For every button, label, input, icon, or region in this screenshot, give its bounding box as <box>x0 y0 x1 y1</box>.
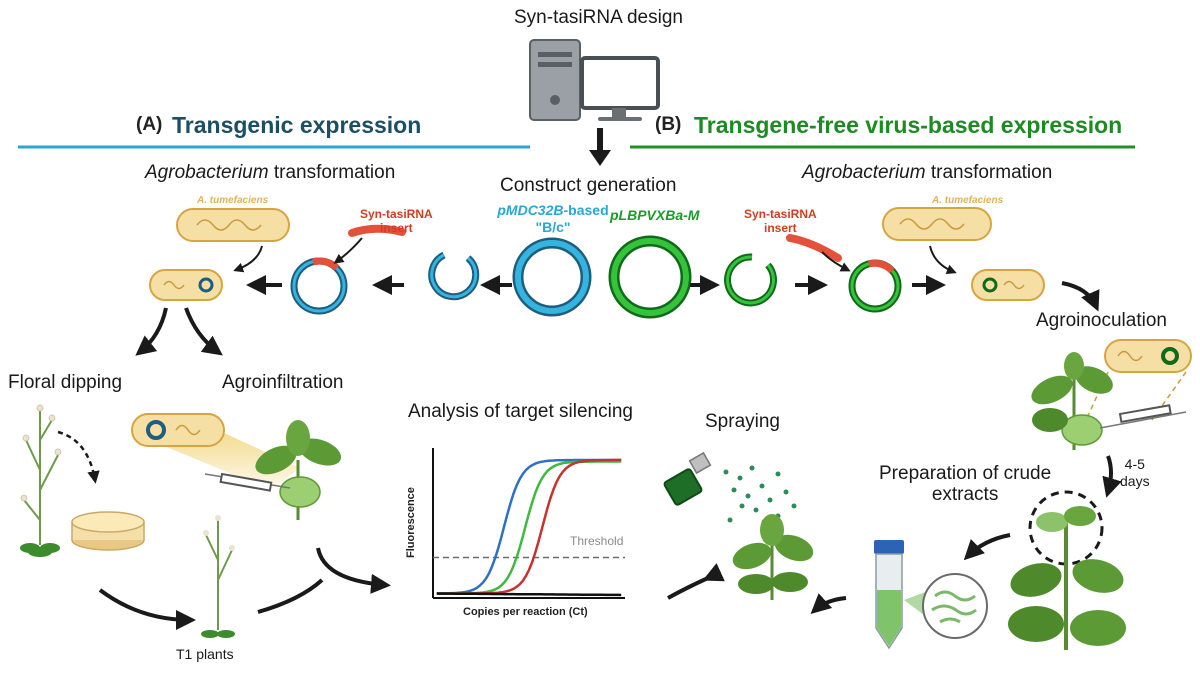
magnifier-icon <box>922 573 988 639</box>
section-b-letter: (B) <box>655 114 682 135</box>
qpcr-chart <box>432 448 625 599</box>
right-transformation-label: Agrobacterium transformation <box>802 162 1053 183</box>
design-label: Syn-tasiRNA design <box>514 7 683 28</box>
section-b-title: Transgene-free virus-based expression <box>694 112 1123 138</box>
tobacco-plant-icon <box>255 420 342 520</box>
threshold-label: Threshold <box>570 534 624 548</box>
left-insert-label: Syn-tasiRNA insert <box>360 207 433 235</box>
green-vector-label: pLBPVXBa-M <box>610 207 700 223</box>
spray-droplets <box>723 465 797 525</box>
amplification-curve-2 <box>436 460 622 595</box>
right-insert-label: Syn-tasiRNA insert <box>744 207 817 235</box>
section-a-title: Transgenic expression <box>172 112 422 138</box>
amplification-curve-4 <box>436 592 622 597</box>
x-axis-label: Copies per reaction (Ct) <box>463 606 588 618</box>
left-insert-fragment <box>348 224 406 237</box>
computer-icon <box>529 39 660 121</box>
amplification-curve-3 <box>436 458 622 595</box>
inoculation-syringe-icon <box>1099 404 1187 429</box>
right-insert-fragment <box>786 234 842 262</box>
blue-vector-label: pMDC32B-based"B/c" <box>497 202 609 235</box>
left-bacterium-name: A. tumefaciens <box>197 195 269 206</box>
right-transformed-agrobacterium-icon <box>971 269 1045 301</box>
crude-extracts-label: Preparation of crude extracts <box>879 463 1052 505</box>
infected-plant-icon <box>1008 490 1126 650</box>
agroinoculation-label: Agroinoculation <box>1036 310 1167 331</box>
t1-plant-icon <box>205 520 233 630</box>
agroinfiltration-bacterium-icon <box>131 413 300 490</box>
left-transformed-agrobacterium-icon <box>149 269 223 301</box>
right-bacterium-name: A. tumefaciens <box>932 195 1004 206</box>
section-a-letter: (A) <box>136 114 163 135</box>
arabidopsis-plant-icon <box>23 410 59 545</box>
left-agrobacterium-icon <box>176 208 290 242</box>
syringe-icon <box>204 472 291 492</box>
sprayed-plant-icon <box>732 514 814 600</box>
right-agrobacterium-icon <box>882 207 992 241</box>
t1-plants-label: T1 plants <box>176 646 234 662</box>
analysis-label: Analysis of target silencing <box>408 401 633 422</box>
spraying-label: Spraying <box>705 411 780 432</box>
agroinoculation-bacterium-icon <box>1104 339 1192 373</box>
dipping-dish-icon <box>71 511 145 551</box>
falcon-tube-icon <box>874 540 904 650</box>
agroinfiltration-label: Agroinfiltration <box>222 372 344 393</box>
amplification-curve-1 <box>436 458 622 595</box>
y-axis-label: Fluorescence <box>405 487 417 558</box>
floral-dipping-label: Floral dipping <box>8 372 123 393</box>
spray-bottle-icon <box>663 451 712 506</box>
left-transformation-label: Agrobacterium transformation <box>145 162 396 183</box>
days-label: 4-5 days <box>1120 456 1150 489</box>
agroinoculation-plant-icon <box>1031 352 1113 450</box>
construct-label: Construct generation <box>500 175 677 196</box>
